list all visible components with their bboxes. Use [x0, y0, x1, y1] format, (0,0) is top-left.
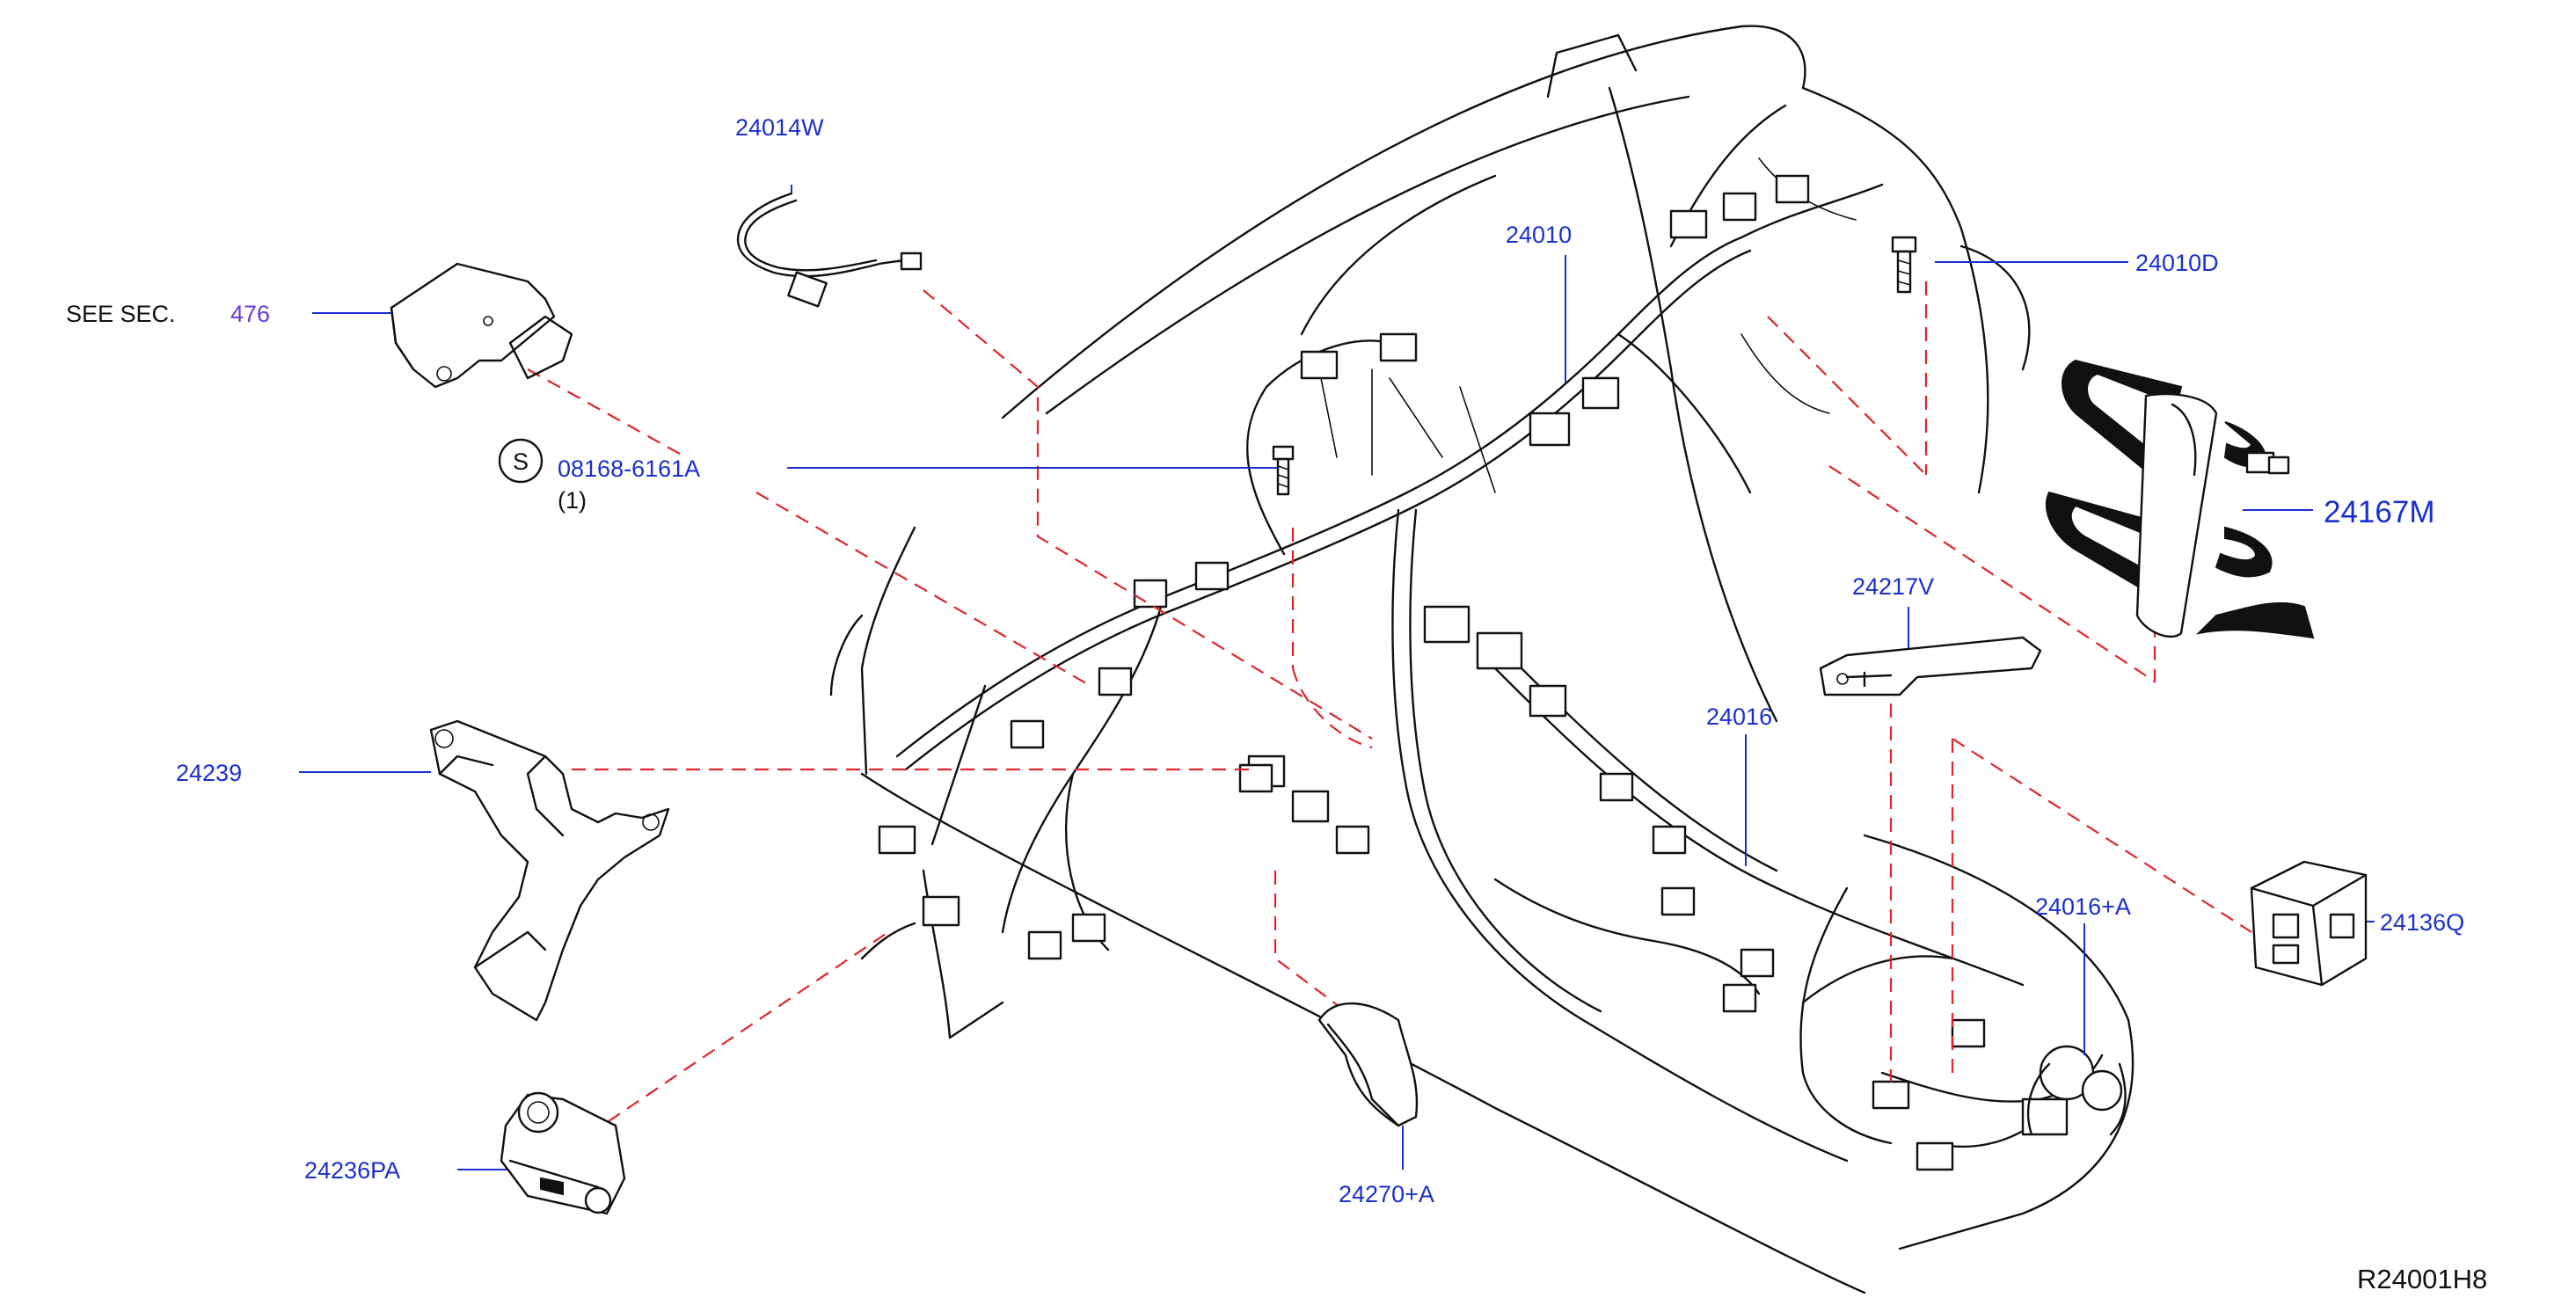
- label-24136q: 24136Q: [2380, 909, 2464, 936]
- see-sec-text: SEE SEC.: [66, 301, 176, 327]
- diagram-code: R24001H8: [2357, 1264, 2487, 1294]
- relay-24136q: [2250, 860, 2368, 987]
- harness-connectors: [878, 174, 2123, 1171]
- label-24010d: 24010D: [2135, 250, 2219, 276]
- label-24016a: 24016+A: [2035, 893, 2131, 920]
- standard-part-circle: [498, 438, 544, 484]
- main-harness: [895, 104, 2104, 1163]
- label-24016: 24016: [1706, 704, 1772, 730]
- see-sec-number: 476: [230, 301, 270, 327]
- label-24236pa: 24236PA: [304, 1157, 400, 1184]
- label-24167m: 24167M: [2324, 495, 2434, 529]
- dashed-reference-lines: [527, 281, 2252, 1135]
- label-08168-6161a: 08168-6161A: [558, 456, 700, 482]
- bolt-24010d: [1891, 236, 1917, 294]
- dashboard-outline: [829, 25, 2135, 1294]
- protector-24270a: [1317, 1002, 1419, 1127]
- label-quantity: (1): [558, 487, 587, 514]
- part-labels: SEE SEC. 476 24014W 24010 24010D 24167M …: [66, 114, 2487, 1294]
- label-24239: 24239: [176, 760, 242, 786]
- wire-24014w: [736, 192, 923, 308]
- leader-lines: [299, 185, 2375, 1170]
- bracket-24239: [429, 719, 670, 1022]
- connectors-24016a: [2026, 1062, 2127, 1136]
- label-24217v: 24217V: [1852, 573, 1934, 600]
- bolt-08168-6161a: [1272, 445, 1295, 496]
- strap-band-24167m: [2045, 359, 2315, 639]
- s-symbol: S: [513, 448, 529, 475]
- bracket-24217v: [1819, 636, 2042, 696]
- label-24014w: 24014W: [735, 114, 824, 141]
- bracket-24236pa: [500, 1091, 626, 1215]
- label-24010: 24010: [1506, 222, 1572, 248]
- label-24270a: 24270+A: [1339, 1181, 1434, 1207]
- module-sec-476: [390, 262, 573, 389]
